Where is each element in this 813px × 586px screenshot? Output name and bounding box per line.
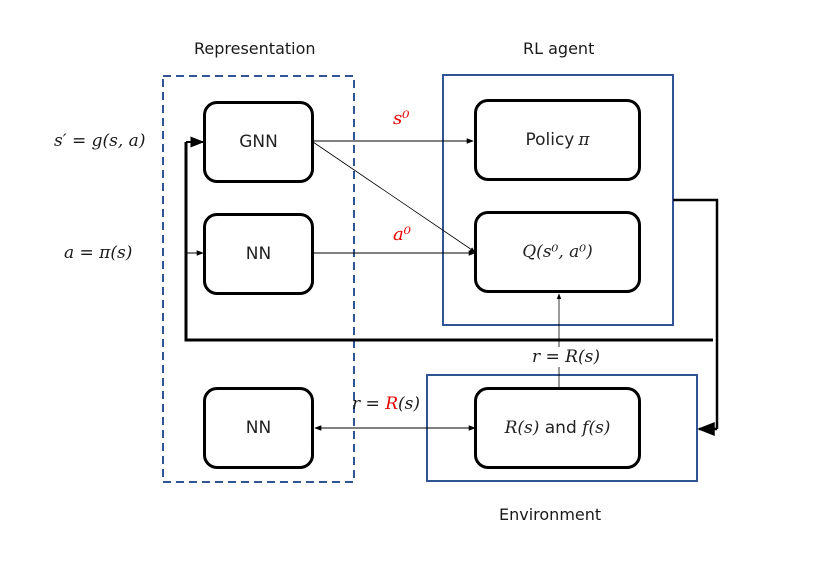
nn-action-node-label: NN [245, 244, 272, 264]
nn-reward-node[interactable]: NN [203, 387, 314, 469]
feedback-loop-line [184, 142, 713, 342]
environment-node[interactable]: R(s) and f(s) [474, 387, 641, 469]
q-function-label: Q(s⁰, a⁰) [522, 242, 593, 262]
reward-left-R: R [385, 394, 398, 414]
gnn-node-label: GNN [239, 132, 278, 152]
q-function-node[interactable]: Q(s⁰, a⁰) [474, 211, 641, 293]
rl-agent-title: RL agent [523, 39, 595, 58]
reward-left-prefix: r = [352, 394, 386, 414]
env-and-text: and [539, 418, 583, 438]
env-reward-fn: R(s) [504, 418, 540, 438]
reward-up-label: r = R(s) [532, 347, 600, 367]
agent-to-env-line [673, 198, 719, 429]
environment-title: Environment [499, 505, 602, 524]
policy-symbol: π [578, 130, 590, 150]
arrow-gnn-to-q [312, 141, 476, 253]
nn-reward-node-label: NN [245, 418, 272, 438]
a0-edge-label: a⁰ [393, 224, 411, 245]
policy-node-label: Policy [525, 130, 575, 150]
policy-node[interactable]: Policy π [474, 99, 641, 181]
reward-left-label: r = R(s) [352, 394, 420, 414]
gnn-node[interactable]: GNN [203, 101, 314, 183]
state-transition-label: s′ = g(s, a) [54, 131, 146, 151]
action-label: a = π(s) [64, 243, 133, 263]
nn-action-node[interactable]: NN [203, 213, 314, 295]
representation-title: Representation [194, 39, 316, 58]
s0-edge-label: s⁰ [393, 108, 410, 129]
env-transition-fn: f(s) [582, 418, 611, 438]
representation-container [162, 75, 355, 483]
reward-left-suffix: (s) [398, 394, 420, 414]
